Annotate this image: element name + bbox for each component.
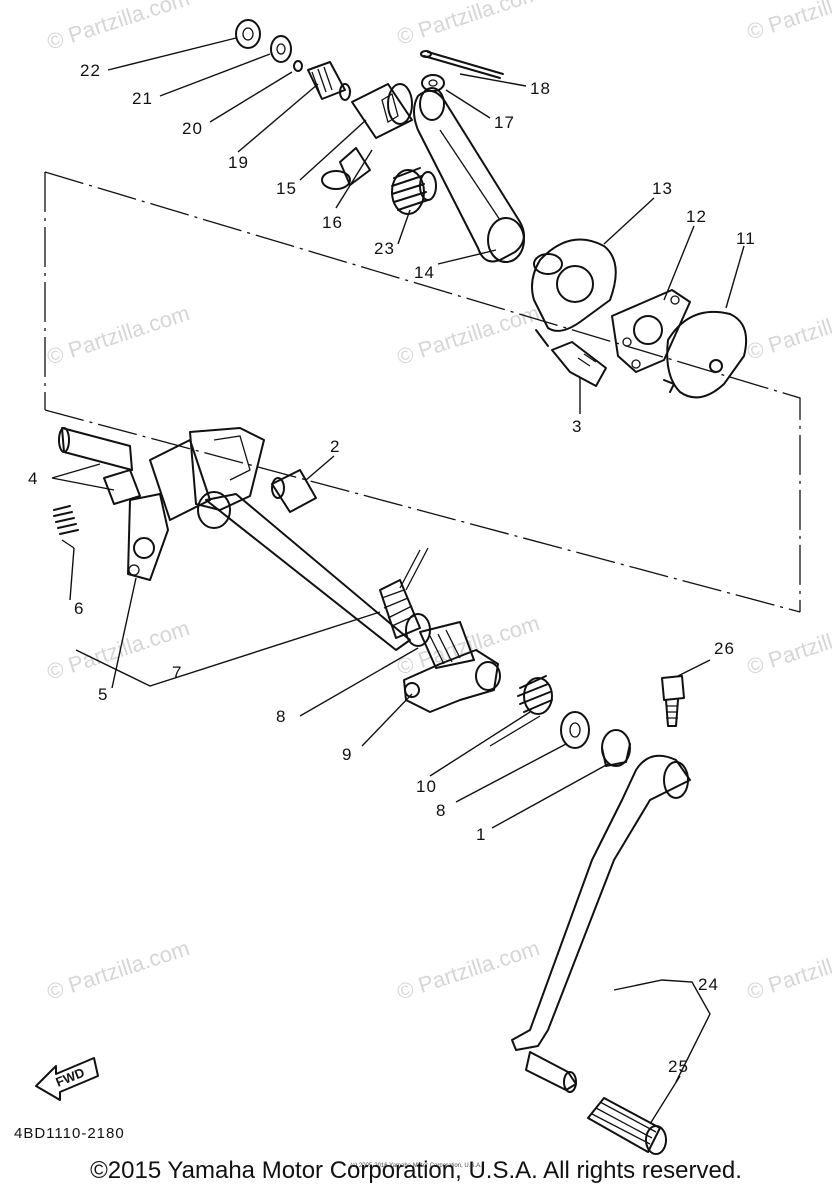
callout-4: 4 [28, 469, 38, 488]
part-22-nut [235, 19, 261, 49]
callout-14: 14 [414, 263, 435, 282]
callout-19: 19 [228, 153, 249, 172]
part-26-bolt [661, 675, 685, 727]
callouts: 22 21 20 19 18 17 15 16 23 14 13 12 11 3… [28, 61, 756, 1076]
part-2-pin [271, 469, 317, 513]
callout-9: 9 [342, 745, 352, 764]
drawing-code: 4BD1110-2180 [14, 1125, 125, 1142]
watermark: © Partzilla.com [44, 0, 193, 55]
watermark: © Partzilla.com [744, 610, 832, 680]
callout-7: 7 [172, 663, 182, 682]
callout-25: 25 [668, 1057, 689, 1076]
part-13-cam-plate [531, 238, 617, 347]
callout-8: 8 [276, 707, 286, 726]
callout-20: 20 [182, 119, 203, 138]
callout-17: 17 [494, 113, 515, 132]
copyright: ©2015 Yamaha Motor Corporation, U.S.A. A… [90, 1157, 742, 1184]
assembly-outline [44, 171, 801, 613]
callout-16: 16 [322, 213, 343, 232]
part-5-lever [127, 493, 169, 581]
callout-8b: 8 [436, 801, 446, 820]
watermark: © Partzilla.com [394, 935, 543, 1005]
callout-18: 18 [530, 79, 551, 98]
watermark: © Partzilla.com [744, 935, 832, 1005]
part-11-stopper-lever [663, 310, 748, 399]
part-15-joint [351, 83, 413, 139]
part-7-shift-shaft [197, 491, 429, 651]
part-1-seal [601, 729, 631, 767]
part-3-bolt [551, 341, 607, 387]
part-23-spring [391, 167, 437, 215]
callout-1: 1 [476, 825, 486, 844]
callout-13: 13 [652, 179, 673, 198]
part-24-shift-pedal [511, 754, 691, 1093]
callout-22: 22 [80, 61, 101, 80]
callout-26: 26 [714, 639, 735, 658]
callout-10: 10 [416, 777, 437, 796]
part-25-rubber [587, 1097, 667, 1155]
fwd-arrow: FWD [35, 1057, 99, 1101]
small-print: (c) 2005-2016 Yamaha Motor Corporation, … [350, 1163, 482, 1169]
callout-2: 2 [330, 437, 340, 456]
watermark: © Partzilla.com [394, 300, 543, 370]
callout-6: 6 [74, 599, 84, 618]
part-16-pin [321, 147, 371, 190]
part-20-washer [293, 60, 303, 72]
watermark: © Partzilla.com [394, 0, 543, 50]
leader-lines [51, 37, 745, 1125]
part-14-shift-arm [413, 87, 525, 263]
part-10-spring [489, 675, 553, 747]
part-8-collar [405, 613, 475, 669]
part-18-cotter-pin [420, 50, 504, 79]
callout-11: 11 [736, 229, 756, 248]
callout-21: 21 [132, 89, 153, 108]
part-19-bolt [307, 61, 351, 101]
part-8b-washer [560, 711, 590, 749]
callout-24: 24 [698, 975, 719, 994]
part-21-washer [270, 35, 292, 63]
callout-23: 23 [374, 239, 395, 258]
watermark: © Partzilla.com [744, 0, 832, 45]
watermark: © Partzilla.com [44, 300, 193, 370]
part-6-spring [53, 505, 79, 549]
part-9-lever [403, 649, 501, 713]
callout-5: 5 [98, 685, 108, 704]
watermark: © Partzilla.com [44, 935, 193, 1005]
fwd-label: FWD [54, 1065, 87, 1090]
callout-3: 3 [572, 417, 582, 436]
callout-12: 12 [686, 207, 707, 226]
callout-15: 15 [276, 179, 297, 198]
watermark: © Partzilla.com [44, 615, 193, 685]
part-12-plate [611, 289, 691, 373]
watermark: © Partzilla.com [744, 295, 832, 365]
